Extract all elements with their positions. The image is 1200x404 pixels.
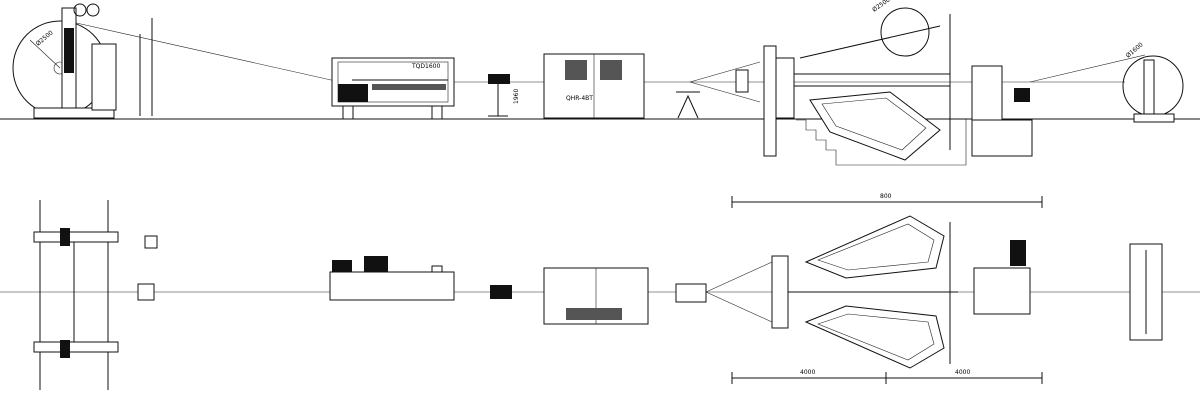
plan-cage-front-plate [771,255,789,329]
takeup-reel-frame [1143,59,1155,117]
plan-bobbin-lower-inner [817,313,935,361]
extruder-body-inner [337,61,449,103]
cage-front-plate [763,45,777,157]
takeup-capstan [971,65,1033,157]
cage-upper-arm [799,25,941,59]
right-payoff-diameter-label: Ø1600 [1125,41,1145,59]
plan-capstan [973,267,1031,315]
extruder-feed-unit [338,84,368,102]
guide-stand [676,69,749,119]
elevation-wire-left [71,21,341,83]
plan-capstan-motor [1010,240,1026,266]
plan-takeup [1129,243,1163,341]
payoff-control-cabinet [91,43,117,111]
plan-pulling-machine [543,267,649,325]
cage-bobbin-bottom-inner [821,97,927,151]
payoff-reel-spoke [29,39,61,69]
cage-upper-reel [880,7,930,57]
plan-payoff-beam-top [33,231,119,243]
guide-stand-legs [677,94,699,119]
plan-extruder-body [329,271,455,301]
plan-extruder-motor [364,256,388,272]
payoff-top-pulley-a [73,3,87,17]
plan-spark-tester [490,285,512,299]
plan-extruder-hopper [431,265,443,273]
cage-stair [796,119,967,166]
extruder-model-label: TQD1600 [411,63,440,70]
takeup-reel-base [1133,113,1175,123]
plan-payoff-sheave [144,235,158,249]
payoff-base [33,107,115,119]
cage-bearing [775,57,795,119]
spark-tester-head [488,74,510,84]
extruder-machine: TQD1600 [331,57,455,120]
plan-payoff-motor-bottom [60,340,70,358]
plan-payoff-beam-bottom [33,341,119,353]
plan-bobbin-upper [804,215,945,279]
payoff-drive-unit [64,28,74,73]
pulling-machine: QHR-4BT [543,53,645,119]
takeup-diameter-label: Ø2500 [871,0,892,14]
plan-dimensions: 800 4000 4000 [731,193,1043,384]
plan-payoff-motor-top [60,228,70,246]
plan-funnel-a [705,261,773,293]
payoff-top-pulley-b [86,3,100,17]
plan-guide-stand [675,283,707,303]
cabling-cage: Ø2500 [763,0,967,166]
plan-extruder-drive [332,260,352,272]
plan-funnel-b [705,291,773,323]
elevation-wire-right [1029,54,1146,83]
payoff-reel: Ø2500 [12,3,153,119]
pulling-height-label: 1960 [513,89,520,104]
capstan-base [971,119,1033,157]
extruder-leg-b [431,105,443,120]
elevation-view: Ø2500 TQD1600 1960 QHR-4BT [0,0,1200,166]
plan-bobbin-lower [804,305,945,369]
plan-pulling-grid [566,308,622,320]
plan-top-dimension-label: 800 [880,193,892,200]
payoff-diameter-label: Ø2500 [35,29,55,47]
extruder-leg-a [342,105,354,120]
takeup-reel: Ø1600 [1122,41,1184,123]
extruder-heater-strip [372,84,446,90]
pulling-grid-right [600,60,622,80]
guide-cone [735,69,749,93]
capstan-frame [971,65,1003,121]
spark-tester: 1960 [488,74,520,117]
plan-payoff-stand [33,200,158,390]
elevation-wire-funnel-a [689,61,761,83]
plan-bottom-dim-left-label: 4000 [800,369,815,376]
pulling-machine-mark: QHR-4BT [566,95,593,102]
plan-bottom-dim-right-label: 4000 [955,369,970,376]
capstan-gear [1014,88,1030,102]
elevation-wire-funnel-b [689,81,761,103]
plan-view: 800 4000 4000 [0,193,1200,390]
plan-payoff-guide [137,283,155,301]
pulling-grid-left [565,60,587,80]
plan-bobbin-upper-inner [817,223,935,271]
plan-extruder [329,256,455,301]
cage-bobbin-bottom [809,91,941,161]
plan-cabling-cage [705,215,1031,369]
